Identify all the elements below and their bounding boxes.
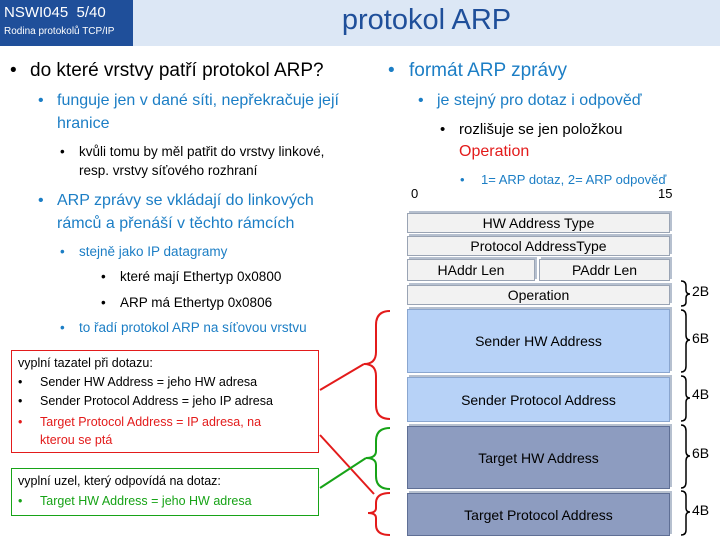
reply-item-1: Target HW Address = jeho HW adresa xyxy=(40,494,252,508)
size-bracket-sender-hw xyxy=(680,309,691,373)
red-connector-line-2 xyxy=(319,434,375,495)
left-l3-c: to řadí protokol ARP na síťovou vrstvu xyxy=(79,320,307,335)
request-box: vyplní tazatel při dotazu: • Sender HW A… xyxy=(11,350,319,453)
request-item-1: Sender HW Address = jeho HW adresa xyxy=(40,375,258,389)
field-sender-protocol-address: Sender Protocol Address xyxy=(407,377,670,422)
bullet-dot: • xyxy=(10,60,17,81)
course-subtitle: Rodina protokolů TCP/IP xyxy=(4,26,115,37)
red-brace xyxy=(363,310,391,420)
bullet-dot: • xyxy=(418,92,424,109)
request-item-3-line2: kterou se ptá xyxy=(40,433,113,447)
page-number: 5/40 xyxy=(76,4,106,21)
right-l2: je stejný pro dotaz i odpověď xyxy=(437,92,642,109)
page-title: protokol ARP xyxy=(341,4,512,36)
field-sender-hw-address: Sender HW Address xyxy=(407,309,670,373)
size-bracket-sender-protocol xyxy=(680,375,691,422)
bullet-dot: • xyxy=(60,244,65,259)
left-l4-b: ARP má Ethertyp 0x0806 xyxy=(120,295,273,310)
right-l3-line1: rozlišuje se jen položkou xyxy=(459,121,623,138)
left-l3-a-line1: kvůli tomu by měl patřit do vrstvy linko… xyxy=(79,144,325,159)
bullet-dot: • xyxy=(18,375,23,389)
size-sender-hw: 6B xyxy=(692,330,710,346)
reply-box-heading: vyplní uzel, který odpovídá na dotaz: xyxy=(18,474,221,488)
red-connector-line xyxy=(319,363,365,391)
bullet-dot: • xyxy=(460,172,465,187)
bullet-dot: • xyxy=(60,320,65,335)
left-l2-a-line2: hranice xyxy=(57,115,110,132)
course-badge: NSWI045 5/40 Rodina protokolů TCP/IP xyxy=(0,0,133,46)
reply-box: vyplní uzel, který odpovídá na dotaz: • … xyxy=(11,468,319,516)
field-haddr-len: HAddr Len xyxy=(407,259,535,281)
right-l4: 1= ARP dotaz, 2= ARP odpověď xyxy=(481,172,667,187)
size-bracket-target-protocol xyxy=(680,490,691,536)
course-code: NSWI045 5/40 xyxy=(4,4,106,21)
request-box-heading: vyplní tazatel při dotazu: xyxy=(18,356,153,370)
left-l3-b: stejně jako IP datagramy xyxy=(79,244,228,259)
size-target-hw: 6B xyxy=(692,445,710,461)
left-main-bullet: do které vrstvy patří protokol ARP? xyxy=(30,60,324,81)
title-bar: protokol ARP xyxy=(133,0,720,46)
field-target-hw-address: Target HW Address xyxy=(407,426,670,489)
bullet-dot: • xyxy=(38,92,44,109)
field-target-protocol-address: Target Protocol Address xyxy=(407,493,670,536)
field-protocol-address-type: Protocol AddressType xyxy=(407,236,670,256)
request-item-3-line1: Target Protocol Address = IP adresa, na xyxy=(40,415,262,429)
size-sender-protocol: 4B xyxy=(692,386,710,402)
bullet-dot: • xyxy=(60,144,65,159)
bit-end-label: 15 xyxy=(658,186,673,201)
size-operation: 2B xyxy=(692,283,710,299)
request-item-2: Sender Protocol Address = jeho IP adresa xyxy=(40,394,273,408)
green-brace xyxy=(365,427,391,490)
red-brace-target-protocol xyxy=(367,492,391,536)
bullet-dot: • xyxy=(388,60,395,81)
left-l2-a-line1: funguje jen v dané síti, nepřekračuje je… xyxy=(57,92,339,109)
left-l2-b-line2: rámců a přenáší v těchto rámcích xyxy=(57,215,295,232)
size-target-protocol: 4B xyxy=(692,502,710,518)
left-l2-b-line1: ARP zprávy se vkládají do linkových xyxy=(57,192,314,209)
bullet-dot: • xyxy=(18,394,23,408)
field-paddr-len: PAddr Len xyxy=(539,259,670,281)
right-main-bullet: formát ARP zprávy xyxy=(409,60,568,81)
bullet-dot: • xyxy=(101,295,106,310)
green-connector-line xyxy=(319,457,367,489)
right-l3-line2: Operation xyxy=(459,143,530,160)
left-l3-a-line2: resp. vrstvy síťového rozhraní xyxy=(79,163,258,178)
bit-start-label: 0 xyxy=(411,186,419,201)
size-bracket-target-hw xyxy=(680,424,691,489)
left-l4-a: které mají Ethertyp 0x0800 xyxy=(120,269,282,284)
field-hw-address-type: HW Address Type xyxy=(407,213,670,233)
bullet-dot: • xyxy=(440,121,446,138)
field-operation: Operation xyxy=(407,285,670,305)
bullet-dot: • xyxy=(38,192,44,209)
bullet-dot: • xyxy=(18,415,23,429)
bullet-dot: • xyxy=(18,494,23,508)
size-bracket-operation xyxy=(680,280,691,307)
bullet-dot: • xyxy=(101,269,106,284)
